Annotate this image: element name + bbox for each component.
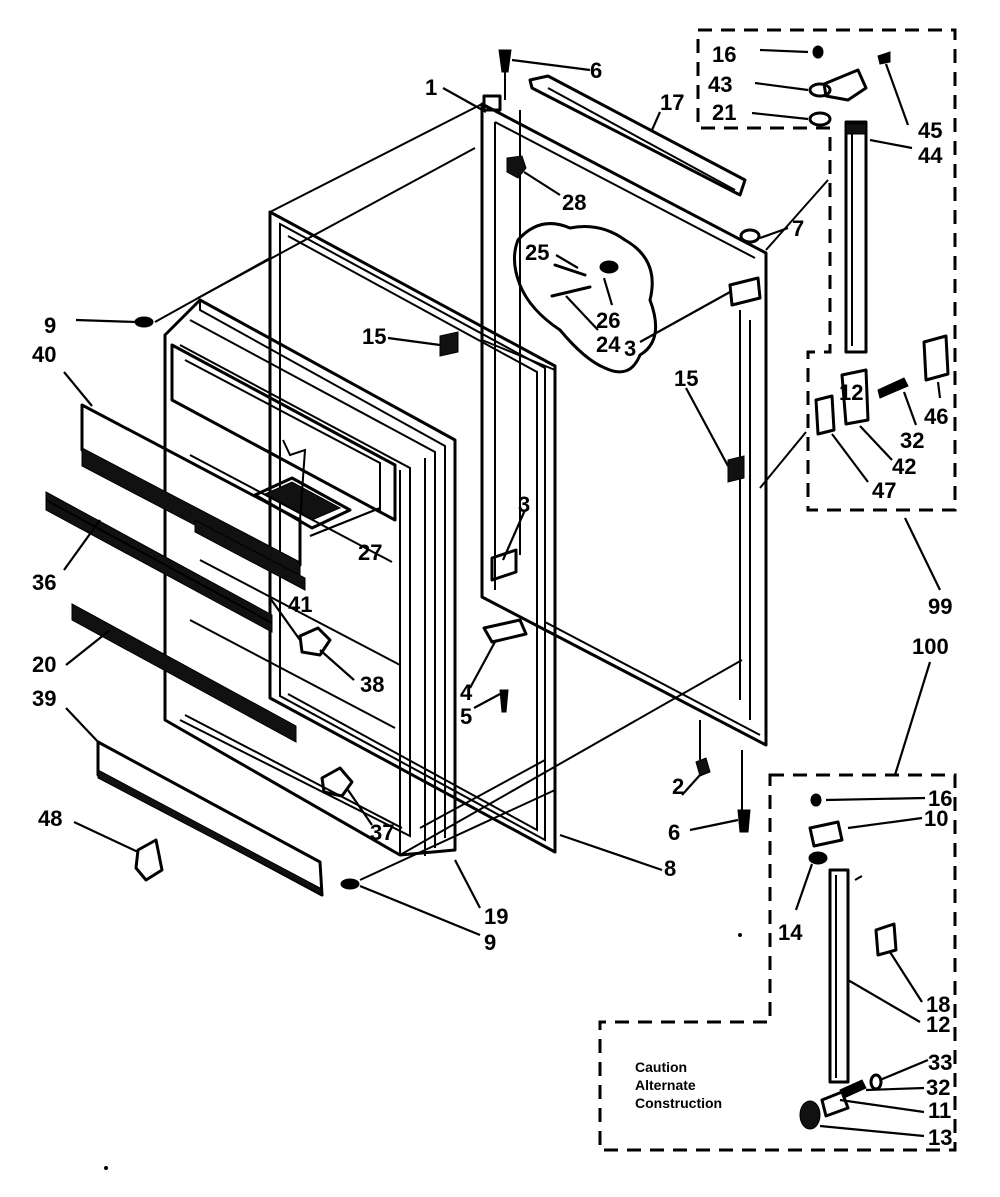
callout-13: 13 xyxy=(928,1125,952,1150)
screw-6-bottom xyxy=(737,809,751,833)
shelf-front-39 xyxy=(96,740,324,897)
screw-9-upper xyxy=(134,316,154,328)
callout-6-top: 6 xyxy=(590,58,602,83)
callout-12-kit99: 12 xyxy=(839,380,863,405)
shelf-retainer-41 xyxy=(194,519,306,591)
callout-21: 21 xyxy=(712,100,736,125)
callout-40: 40 xyxy=(32,342,56,367)
callout-42: 42 xyxy=(892,454,916,479)
callout-18: 18 xyxy=(926,992,950,1017)
callout-46: 46 xyxy=(924,404,948,429)
callout-16-kit99: 16 xyxy=(712,42,736,67)
outer-door-panel xyxy=(480,94,768,747)
callout-8: 8 xyxy=(664,856,676,881)
callout-99: 99 xyxy=(928,594,952,619)
callout-15-left: 15 xyxy=(362,324,386,349)
screw-6-top xyxy=(498,49,512,73)
hinge-kit-99 xyxy=(696,28,957,512)
callout-9-upper: 9 xyxy=(44,313,56,338)
leader-lines xyxy=(63,58,789,937)
kit-brackets xyxy=(893,517,941,776)
caution-note: Caution Alternate Construction xyxy=(635,1059,722,1111)
screw-9-lower xyxy=(340,878,360,890)
callout-2: 2 xyxy=(672,774,684,799)
callout-11: 11 xyxy=(928,1098,951,1123)
callout-labels: 1 2 3 3 4 5 6 6 7 8 9 9 10 11 12 12 13 1… xyxy=(32,42,952,1150)
callout-24: 24 xyxy=(596,332,621,357)
clip-37 xyxy=(320,766,354,798)
hinge-kit-100 xyxy=(598,773,957,1152)
insulation-cutaway xyxy=(513,222,658,374)
callout-3-lower: 3 xyxy=(518,492,530,517)
callout-27: 27 xyxy=(358,540,382,565)
callout-10: 10 xyxy=(924,806,948,831)
callout-20: 20 xyxy=(32,652,56,677)
caution-line-1: Caution xyxy=(635,1059,687,1075)
callout-36: 36 xyxy=(32,570,56,595)
callout-100: 100 xyxy=(912,634,949,659)
hinge-3-upper xyxy=(728,228,762,307)
top-trim-strip xyxy=(528,74,747,197)
callout-16-kit100: 16 xyxy=(928,786,952,811)
plug-28 xyxy=(506,155,527,179)
callout-5: 5 xyxy=(460,704,472,729)
shelf-bar-36 xyxy=(45,491,273,633)
callout-32-kit100: 32 xyxy=(926,1075,950,1100)
inner-door-liner xyxy=(163,298,457,857)
callout-48: 48 xyxy=(38,806,62,831)
stop-15-left xyxy=(439,331,459,357)
callout-33: 33 xyxy=(928,1050,952,1075)
clip-38 xyxy=(298,626,332,657)
callout-32-kit99: 32 xyxy=(900,428,924,453)
stop-15-right xyxy=(727,455,745,483)
cap-48 xyxy=(134,838,164,882)
callout-26: 26 xyxy=(596,308,620,333)
callout-9-lower: 9 xyxy=(484,930,496,955)
door-gasket xyxy=(268,210,557,854)
shelf-bar-20 xyxy=(71,603,297,743)
callout-4: 4 xyxy=(460,680,473,705)
callout-39: 39 xyxy=(32,686,56,711)
callout-44: 44 xyxy=(918,143,943,168)
callout-6-bottom: 6 xyxy=(668,820,680,845)
callout-19: 19 xyxy=(484,904,508,929)
callout-28: 28 xyxy=(562,190,586,215)
speck xyxy=(738,933,742,937)
callout-38: 38 xyxy=(360,672,384,697)
plug-2 xyxy=(695,757,711,777)
callout-14: 14 xyxy=(778,920,803,945)
hinge-3-lower xyxy=(482,548,528,644)
screw-5 xyxy=(499,689,509,713)
callout-3-upper: 3 xyxy=(624,336,636,361)
callout-47: 47 xyxy=(872,478,896,503)
callout-43: 43 xyxy=(708,72,732,97)
callout-12: 12 xyxy=(926,1012,950,1037)
caution-line-3: Construction xyxy=(635,1095,722,1111)
callout-15-right: 15 xyxy=(674,366,698,391)
callout-45: 45 xyxy=(918,118,942,143)
callout-25: 25 xyxy=(525,240,549,265)
callout-37: 37 xyxy=(370,820,394,845)
speck xyxy=(104,1166,108,1170)
callout-7: 7 xyxy=(792,216,804,241)
callout-17: 17 xyxy=(660,90,684,115)
callout-1: 1 xyxy=(425,75,437,100)
callout-41: 41 xyxy=(288,592,312,617)
caution-line-2: Alternate xyxy=(635,1077,696,1093)
construction-lines xyxy=(154,72,829,881)
